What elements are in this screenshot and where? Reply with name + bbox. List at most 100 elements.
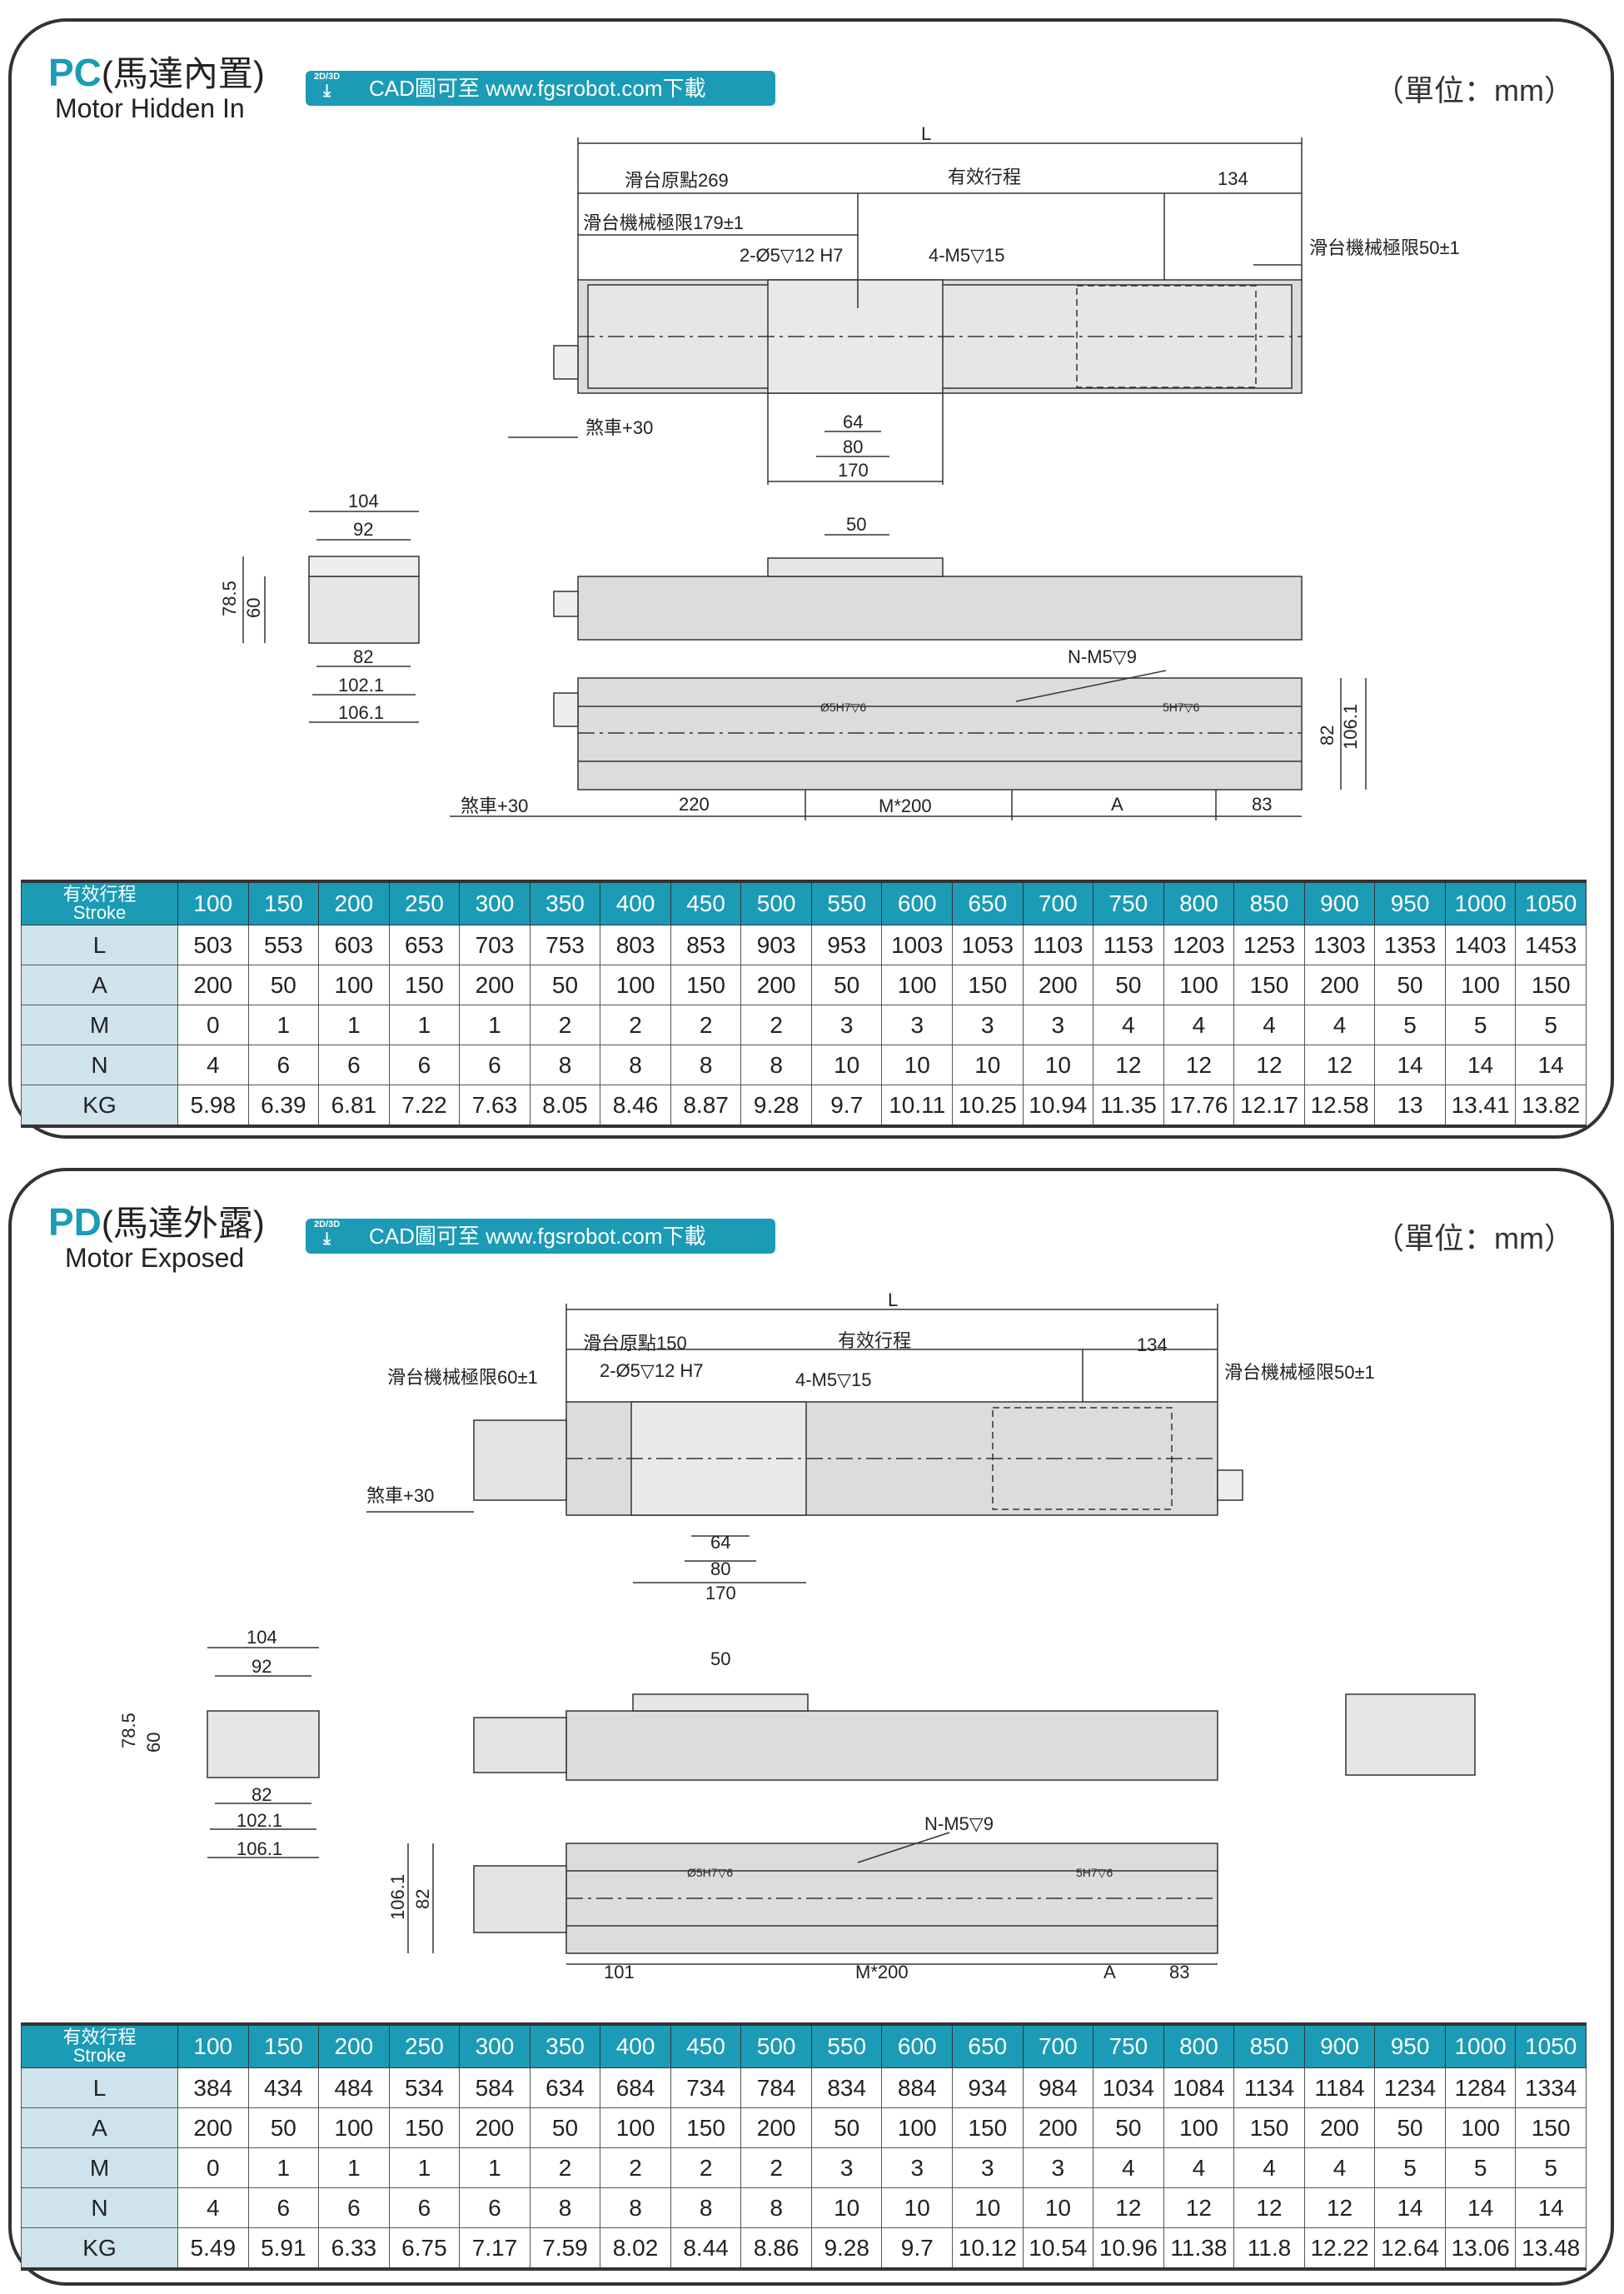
- table-cell: 11.8: [1233, 2227, 1305, 2271]
- table-cell: 8: [529, 1045, 601, 1085]
- table-cell: 10.12: [952, 2227, 1024, 2271]
- table-cell: 0: [177, 2147, 249, 2188]
- dim-170: 170: [705, 1583, 736, 1603]
- table-cell: 10: [952, 2187, 1024, 2228]
- table-cell: 1253: [1233, 925, 1305, 965]
- dim-A: A: [1111, 794, 1123, 815]
- row-label: M: [21, 1005, 178, 1045]
- table-cell: 1: [318, 2147, 390, 2188]
- dim-b82: 82: [1317, 726, 1338, 746]
- table-cell: 384: [177, 2067, 249, 2108]
- stroke-cell: 100: [177, 880, 249, 925]
- dim-origin: 滑台原點269: [625, 170, 729, 191]
- table-cell: 8: [670, 2187, 742, 2228]
- dim-104: 104: [348, 491, 379, 511]
- dim-brake: 煞車+30: [585, 417, 653, 438]
- table-cell: 853: [670, 925, 742, 965]
- table-cell: 12.17: [1233, 1085, 1305, 1128]
- table-cell: 3: [810, 2147, 883, 2188]
- model-name-en: Motor Exposed: [65, 1243, 245, 1273]
- table-cell: 6: [388, 1045, 461, 1085]
- table-cell: 7.63: [459, 1085, 531, 1128]
- pd-drawing: L 滑台原點150 有效行程 134 滑台機械極限60±1 2-Ø5▽12 H7…: [118, 1289, 1476, 1982]
- table-cell: 1303: [1303, 925, 1376, 965]
- dim-104: 104: [247, 1627, 277, 1648]
- table-cell: 8: [740, 1045, 812, 1085]
- table-cell: 5: [1444, 2147, 1517, 2188]
- dim-102-1: 102.1: [237, 1810, 282, 1831]
- table-cell: 10: [810, 1045, 883, 1085]
- table-cell: 1234: [1374, 2067, 1446, 2108]
- dim-80: 80: [843, 436, 863, 457]
- end-view-left: [207, 1710, 320, 1778]
- dim-78-5: 78.5: [118, 1713, 139, 1748]
- table-cell: 9.28: [740, 1085, 812, 1128]
- stroke-cell: 300: [459, 2022, 531, 2068]
- table-cell: 100: [1444, 2107, 1517, 2148]
- cad-download-text: CAD圖可至 www.fgsrobot.com下載: [369, 1224, 706, 1249]
- table-cell: 150: [388, 965, 461, 1005]
- table-cell: 200: [459, 2107, 531, 2148]
- row-label: KG: [21, 2227, 178, 2271]
- table-cell: 10: [881, 2187, 954, 2228]
- header-en: Stroke: [72, 902, 127, 923]
- table-cell: 10.96: [1093, 2227, 1164, 2271]
- table-cell: 1203: [1163, 925, 1235, 965]
- table-cell: 934: [952, 2067, 1024, 2108]
- table-cell: 10: [881, 1045, 954, 1085]
- table-cell: 553: [247, 925, 320, 965]
- pd-title: PD(馬達外露) Motor Exposed: [48, 1195, 265, 1274]
- table-cell: 17.76: [1163, 1085, 1235, 1128]
- badge-icon-label: 2D/3D: [314, 1219, 341, 1229]
- cad-download-badge[interactable]: 2D/3D⤓ CAD圖可至 www.fgsrobot.com下載: [306, 71, 775, 106]
- table-cell: 1: [388, 2147, 461, 2188]
- cad-download-badge[interactable]: 2D/3D⤓ CAD圖可至 www.fgsrobot.com下載: [306, 1219, 775, 1254]
- stroke-cell: 750: [1093, 2022, 1164, 2068]
- dim-82: 82: [353, 646, 373, 667]
- badge-icon-label: 2D/3D: [314, 72, 341, 82]
- pc-title: PC(馬達內置) Motor Hidden In: [48, 46, 265, 124]
- dim-101: 101: [604, 1962, 635, 1982]
- stroke-cell: 950: [1374, 2022, 1446, 2068]
- stroke-cell: 700: [1022, 2022, 1094, 2068]
- stroke-cell: 250: [388, 880, 461, 925]
- dim-106-1: 106.1: [338, 702, 384, 723]
- dim-50: 50: [846, 514, 866, 535]
- table-cell: 1034: [1093, 2067, 1164, 2108]
- table-cell: 200: [1022, 965, 1094, 1005]
- table-cell: 5: [1374, 2147, 1446, 2188]
- table-cell: 6: [459, 1045, 531, 1085]
- table-cell: 434: [247, 2067, 320, 2108]
- table-cell: 6: [318, 1045, 390, 1085]
- table-cell: 3: [881, 2147, 954, 2188]
- table-cell: 4: [177, 2187, 249, 2228]
- table-cell: 50: [1374, 965, 1446, 1005]
- dim-limit-left: 滑台機械極限60±1: [387, 1367, 538, 1388]
- table-cell: 834: [810, 2067, 883, 2108]
- table-cell: 1: [247, 1005, 320, 1045]
- table-cell: 150: [952, 965, 1024, 1005]
- dim-170: 170: [838, 460, 869, 481]
- table-cell: 13.41: [1444, 1085, 1517, 1128]
- table-cell: 4: [177, 1045, 249, 1085]
- table-cell: 2: [600, 1005, 671, 1045]
- row-label: L: [21, 925, 178, 965]
- table-cell: 5: [1374, 1005, 1446, 1045]
- dim-pin1: Ø5H7▽6: [820, 701, 866, 714]
- row-label: A: [21, 965, 178, 1005]
- stroke-cell: 350: [529, 2022, 601, 2068]
- table-cell: 8.86: [740, 2227, 812, 2271]
- dim-n-m5: N-M5▽9: [1068, 646, 1137, 667]
- model-code: PC: [48, 51, 102, 94]
- table-cell: 1184: [1303, 2067, 1376, 2108]
- row-label: N: [21, 1045, 178, 1085]
- stroke-cell: 900: [1303, 880, 1376, 925]
- table-cell: 11.35: [1093, 1085, 1164, 1128]
- table-cell: 200: [740, 2107, 812, 2148]
- cad-download-text: CAD圖可至 www.fgsrobot.com下載: [369, 76, 706, 101]
- table-cell: 484: [318, 2067, 390, 2108]
- table-cell: 534: [388, 2067, 461, 2108]
